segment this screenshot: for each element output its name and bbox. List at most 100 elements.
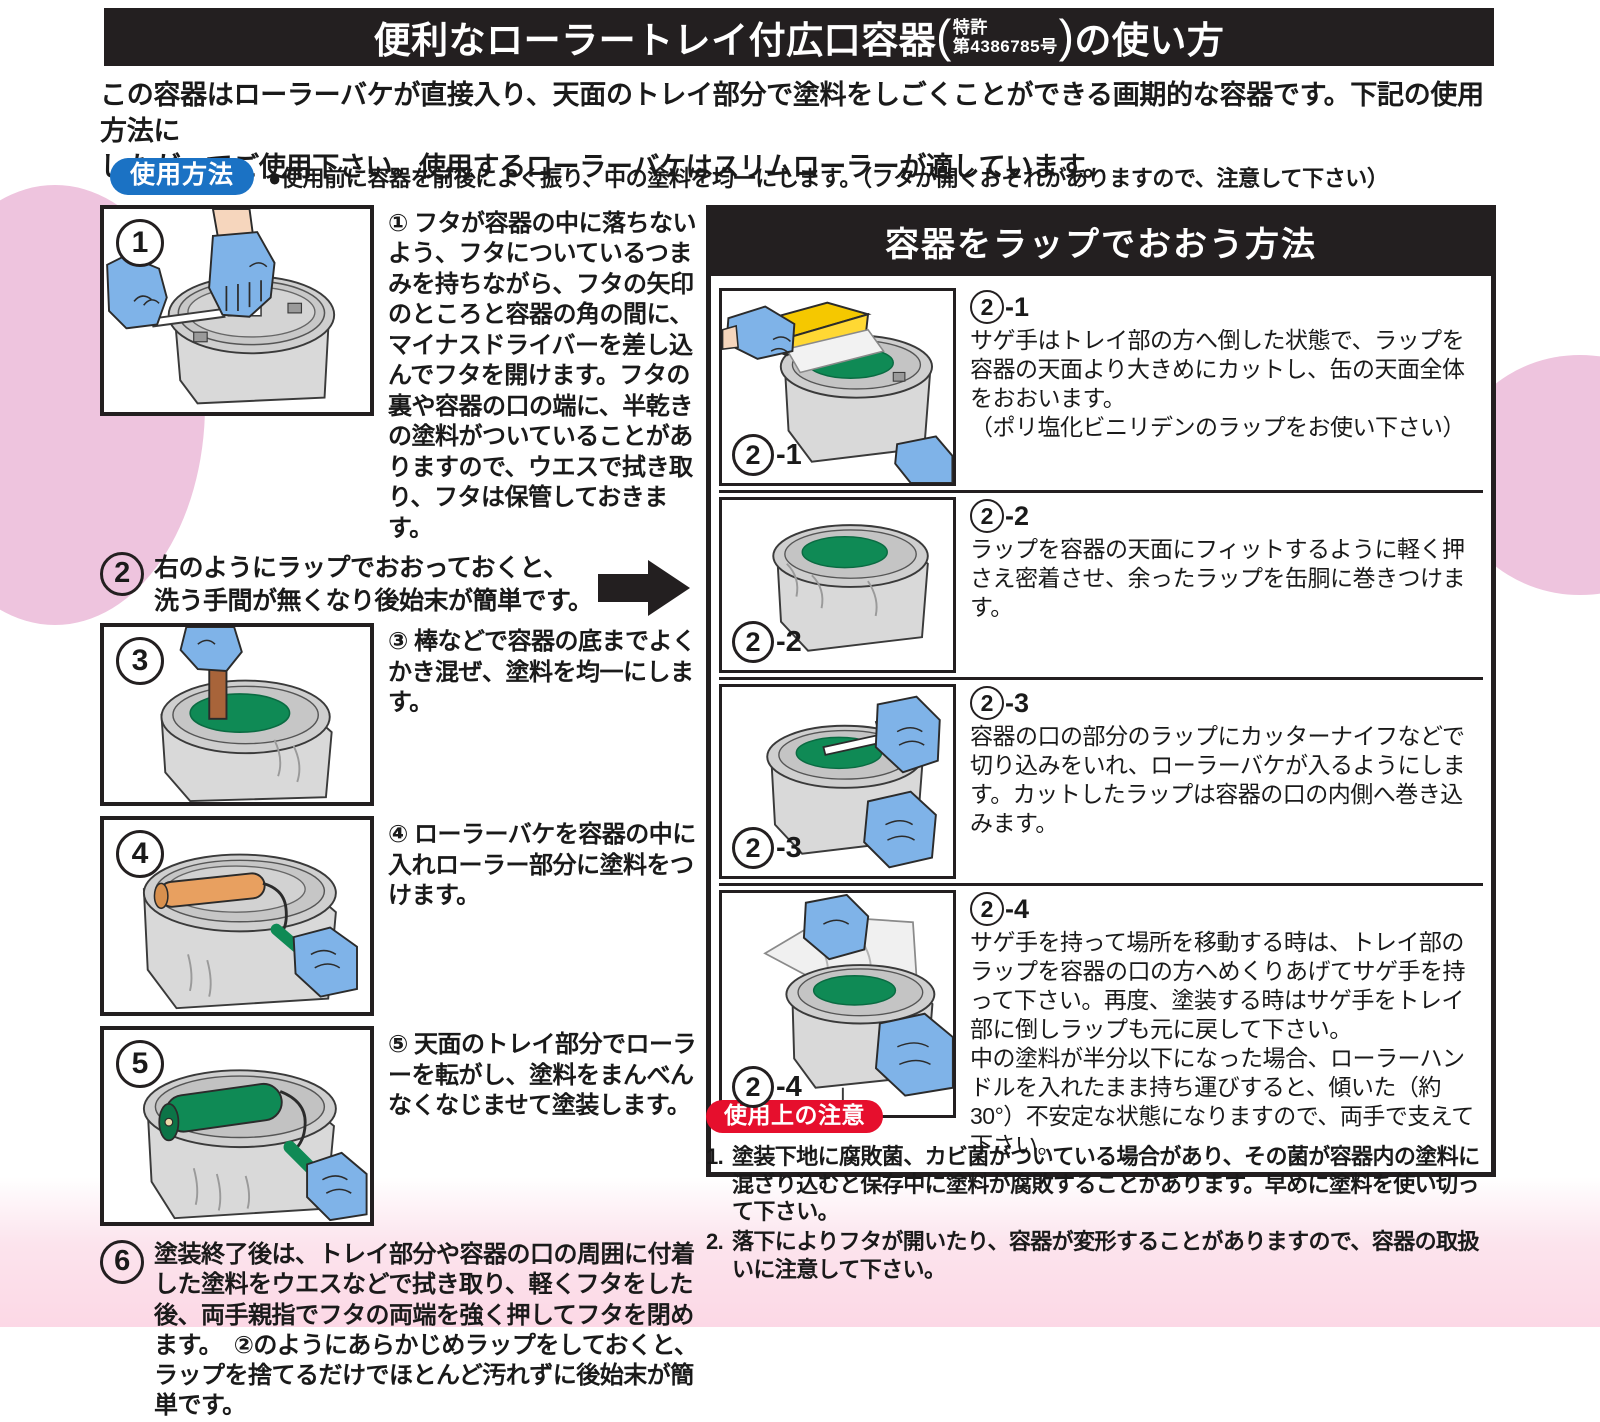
step-4-illustration: 4 (100, 816, 374, 1017)
illustration-wrap-fitted-on-container (772, 524, 929, 652)
illustration-cut-wrap-with-knife (766, 695, 941, 869)
instruction-page: 便利なローラートレイ付広口容器 ( 特許 第4386785号 ) の使い方 この… (100, 8, 1500, 1419)
usage-method-badge: 使用方法 (110, 158, 255, 195)
step-2-block: 2 右のようにラップでおおっておくと、 洗う手間が無くなり後始末が簡単です。 (100, 552, 598, 617)
wrap-step-2-1-illustration: 2-1 (719, 288, 956, 486)
step-1-panel-number: 1 (116, 219, 164, 267)
step-2-row: 2 右のようにラップでおおっておくと、 洗う手間が無くなり後始末が簡単です。 (100, 552, 700, 617)
wrap-divider-2 (719, 677, 1483, 680)
step-1-text: ① フタが容器の中に落ちないよう、フタについているつまみを持ちながら、フタの矢印… (388, 210, 697, 542)
wrap-step-2-2-label: 2-2 (970, 499, 1483, 533)
wrap-step-2-1-suffix: -1 (776, 438, 802, 471)
wrap-step-2-4-body: サゲ手を持って場所を移動する時は、トレイ部のラップを容器の口の方へめくりあげてサ… (970, 929, 1474, 1158)
step-1-illustration: 1 (100, 205, 374, 416)
caution-item: 1. 塗装下地に腐敗菌、カビ菌がついている場合があり、その菌が容器内の塗料に混ざ… (706, 1143, 1496, 1226)
wrap-step-2-1-text-block: 2-1 サゲ手はトレイ部の方へ倒した状態で、ラップを容器の天面より大きめにカット… (970, 288, 1483, 442)
caution-item-index: 1. (706, 1144, 724, 1169)
left-steps-column: 1 (100, 205, 700, 1422)
usage-method-note: ●使用前に容器を前後によく振り、中の塗料を均一にします。（フタが開くおそれがあり… (268, 165, 1389, 191)
step-6-row: 6 塗装終了後は、トレイ部分や容器の口の周囲に付着した塗料をウエスなどで拭き取り… (100, 1240, 710, 1421)
intro-paragraph: この容器はローラーバケが直接入り、天面のトレイ部分で塗料をしごくことができる画期… (100, 78, 1500, 186)
wrap-step-2-3-body: 容器の口の部分のラップにカッターナイフなどで切り込みをいれ、ローラーバケが入るよ… (970, 723, 1466, 836)
wrap-step-2-1-body: サゲ手はトレイ部の方へ倒した状態で、ラップを容器の天面より大きめにカットし、缶の… (970, 327, 1466, 440)
wrap-step-2-4-circle: 2 (732, 1066, 774, 1108)
wrap-method-body: 2-1 (711, 276, 1491, 1172)
wrap-method-section: 容器をラップでおおう方法 2-1 (706, 205, 1496, 1177)
step-2-text: 右のようにラップでおおっておくと、 洗う手間が無くなり後始末が簡単です。 (154, 552, 593, 617)
page-title-bar: 便利なローラートレイ付広口容器 ( 特許 第4386785号 ) の使い方 (104, 8, 1494, 66)
wrap-step-2-1-panel-number: 2-1 (732, 433, 802, 477)
caution-item: 2. 落下によりフタが開いたり、容器が変形することがありますので、容器の取扱いに… (706, 1228, 1496, 1283)
wrap-step-2-3-text-block: 2-3 容器の口の部分のラップにカッターナイフなどで切り込みをいれ、ローラーバケ… (970, 684, 1483, 838)
illustration-cut-wrap-from-box (722, 301, 953, 483)
wrap-step-2-2-panel-number: 2-2 (732, 620, 802, 664)
step-2-number: 2 (100, 552, 144, 597)
wrap-step-2-3-row: 2-3 (719, 680, 1483, 881)
step-6-number: 6 (100, 1240, 144, 1285)
wrap-step-2-4-illustration: 2-4 (719, 890, 956, 1118)
wrap-step-2-1-circle: 2 (732, 434, 774, 476)
wrap-step-2-4-row: 2-4 (719, 886, 1483, 1162)
wrap-step-2-2-label-suffix: -2 (1005, 500, 1030, 531)
intro-line-2: したがってご使用下さい。使用するローラーバケはスリムローラーが適しています。 (100, 151, 1110, 182)
wrap-step-2-4-label-suffix: -4 (1005, 893, 1030, 924)
caution-item-text: 塗装下地に腐敗菌、カビ菌がついている場合があり、その菌が容器内の塗料に混ざり込む… (732, 1144, 1480, 1225)
step-2-line-2: 洗う手間が無くなり後始末が簡単です。 (154, 586, 593, 615)
wrap-step-2-1-label-suffix: -1 (1005, 291, 1030, 322)
caution-section: 使用上の注意 1. 塗装下地に腐敗菌、カビ菌がついている場合があり、その菌が容器… (706, 1100, 1496, 1286)
caution-list: 1. 塗装下地に腐敗菌、カビ菌がついている場合があり、その菌が容器内の塗料に混ざ… (706, 1143, 1496, 1284)
wrap-step-2-3-panel-number: 2-3 (732, 826, 802, 870)
step-3-row: 3 ③ 棒などで容器の底までよくかき混ぜ、塗料を均一にします。 (100, 623, 700, 807)
arrow-right-icon (598, 560, 690, 617)
step-5-text: ⑤ 天面のトレイ部分でローラーを転がし、塗料をまんべんなくなじませて塗装します。 (388, 1031, 697, 1120)
page-title: 便利なローラートレイ付広口容器 ( 特許 第4386785号 ) の使い方 (374, 10, 1225, 64)
wrap-step-2-3-suffix: -3 (776, 831, 802, 864)
wrap-step-2-4-label-circle: 2 (970, 892, 1004, 926)
caution-badge: 使用上の注意 (706, 1100, 883, 1133)
wrap-step-2-1-row: 2-1 (719, 284, 1483, 488)
step-4-text: ④ ローラーバケを容器の中に入れローラー部分に塗料をつけます。 (388, 821, 696, 910)
wrap-step-2-4-text-block: 2-4 サゲ手を持って場所を移動する時は、トレイ部のラップを容器の口の方へめくり… (970, 890, 1483, 1160)
step-6-text: 塗装終了後は、トレイ部分や容器の口の周囲に付着した塗料をウエスなどで拭き取り、軽… (154, 1241, 698, 1420)
step-5-panel-number: 5 (116, 1040, 164, 1089)
patent-label: 特許 (952, 17, 988, 37)
wrap-step-2-4-suffix: -4 (776, 1070, 802, 1103)
wrap-method-header: 容器をラップでおおう方法 (711, 210, 1491, 276)
wrap-divider-3 (719, 883, 1483, 886)
step-4-row: 4 ④ ローラーバケを容器の中 (100, 816, 700, 1017)
title-main-after: の使い方 (1074, 20, 1225, 61)
illustration-lift-wrap-and-carry (763, 893, 953, 1112)
illustration-stir-paint-with-stick (160, 627, 333, 803)
wrap-step-2-3-label-circle: 2 (970, 686, 1004, 720)
wrap-step-2-2-row: 2-2 2-2 ラップを容器の天面にフィットするように (719, 493, 1483, 675)
wrap-step-2-1-label: 2-1 (970, 290, 1483, 324)
wrap-step-2-3-circle: 2 (732, 827, 774, 869)
wrap-step-2-2-illustration: 2-2 (719, 497, 956, 673)
patent-number-stack: 特許 第4386785号 (952, 18, 1059, 56)
illustration-insert-roller-into-container (142, 853, 358, 1010)
step-5-row: 5 ⑤ 天面のトレイ部分でロー (100, 1026, 700, 1227)
caution-item-text: 落下によりフタが開いたり、容器が変形することがありますので、容器の取扱いに注意し… (732, 1229, 1479, 1282)
step-3-text: ③ 棒などで容器の底までよくかき混ぜ、塗料を均一にします。 (388, 628, 696, 717)
title-main-before: 便利なローラートレイ付広口容器 (373, 20, 937, 61)
step-5-illustration: 5 (100, 1026, 374, 1227)
wrap-step-2-3-illustration: 2-3 (719, 684, 956, 879)
wrap-step-2-2-text-block: 2-2 ラップを容器の天面にフィットするように軽く押さえ密着させ、余ったラップを… (970, 497, 1483, 622)
wrap-step-2-1-label-circle: 2 (970, 290, 1004, 324)
step-2-line-1: 右のようにラップでおおっておくと、 (154, 554, 568, 583)
title-paren-open: ( (936, 10, 952, 63)
wrap-step-2-2-label-circle: 2 (970, 499, 1004, 533)
wrap-step-2-2-suffix: -2 (776, 625, 802, 658)
wrap-step-2-2-body: ラップを容器の天面にフィットするように軽く押さえ密着させ、余ったラップを缶胴に巻… (970, 536, 1466, 620)
step-1-row: 1 (100, 205, 700, 544)
usage-method-row: 使用方法 ●使用前に容器を前後によく振り、中の塗料を均一にします。（フタが開くお… (110, 158, 1500, 195)
step-3-illustration: 3 (100, 623, 374, 807)
wrap-step-2-4-panel-number: 2-4 (732, 1065, 802, 1109)
wrap-step-2-3-label: 2-3 (970, 686, 1483, 720)
wrap-step-2-2-circle: 2 (732, 621, 774, 663)
step-4-panel-number: 4 (116, 830, 164, 879)
step-3-panel-number: 3 (116, 637, 164, 686)
wrap-step-2-3-label-suffix: -3 (1005, 687, 1030, 718)
title-paren-close: ) (1058, 10, 1075, 63)
intro-line-1: この容器はローラーバケが直接入り、天面のトレイ部分で塗料をしごくことができる画期… (100, 80, 1484, 146)
